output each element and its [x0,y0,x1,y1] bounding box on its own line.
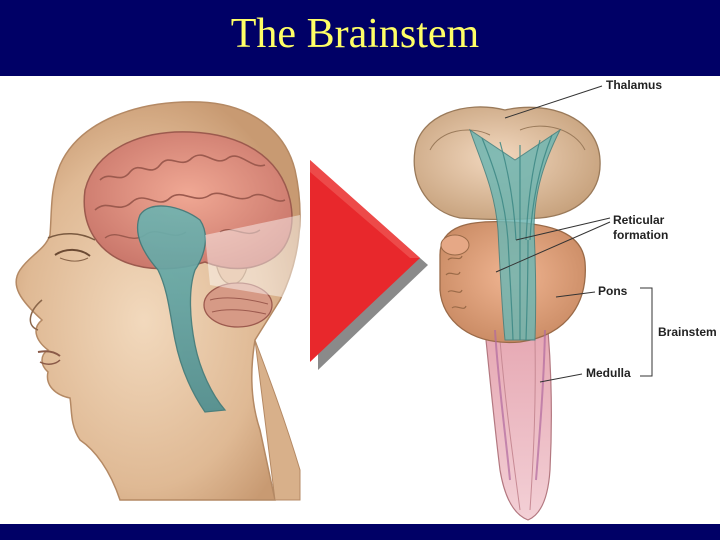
highlight-beam [205,215,300,300]
brain [83,131,293,328]
label-thalamus: Thalamus [606,78,663,92]
label-reticular-line2: formation [613,228,669,242]
label-brainstem: Brainstem [658,325,717,339]
head-brainstem [136,205,227,413]
brainstem-detail [413,106,601,521]
bottom-bar [0,524,720,540]
label-reticular-line1: Reticular [613,213,665,227]
slide-title: The Brainstem [230,11,480,57]
pointer-arrow [310,160,428,370]
leader-lines [495,85,653,383]
label-pons: Pons [598,284,628,298]
label-medulla: Medulla [586,366,631,380]
title-bar: The Brainstem [0,0,720,76]
